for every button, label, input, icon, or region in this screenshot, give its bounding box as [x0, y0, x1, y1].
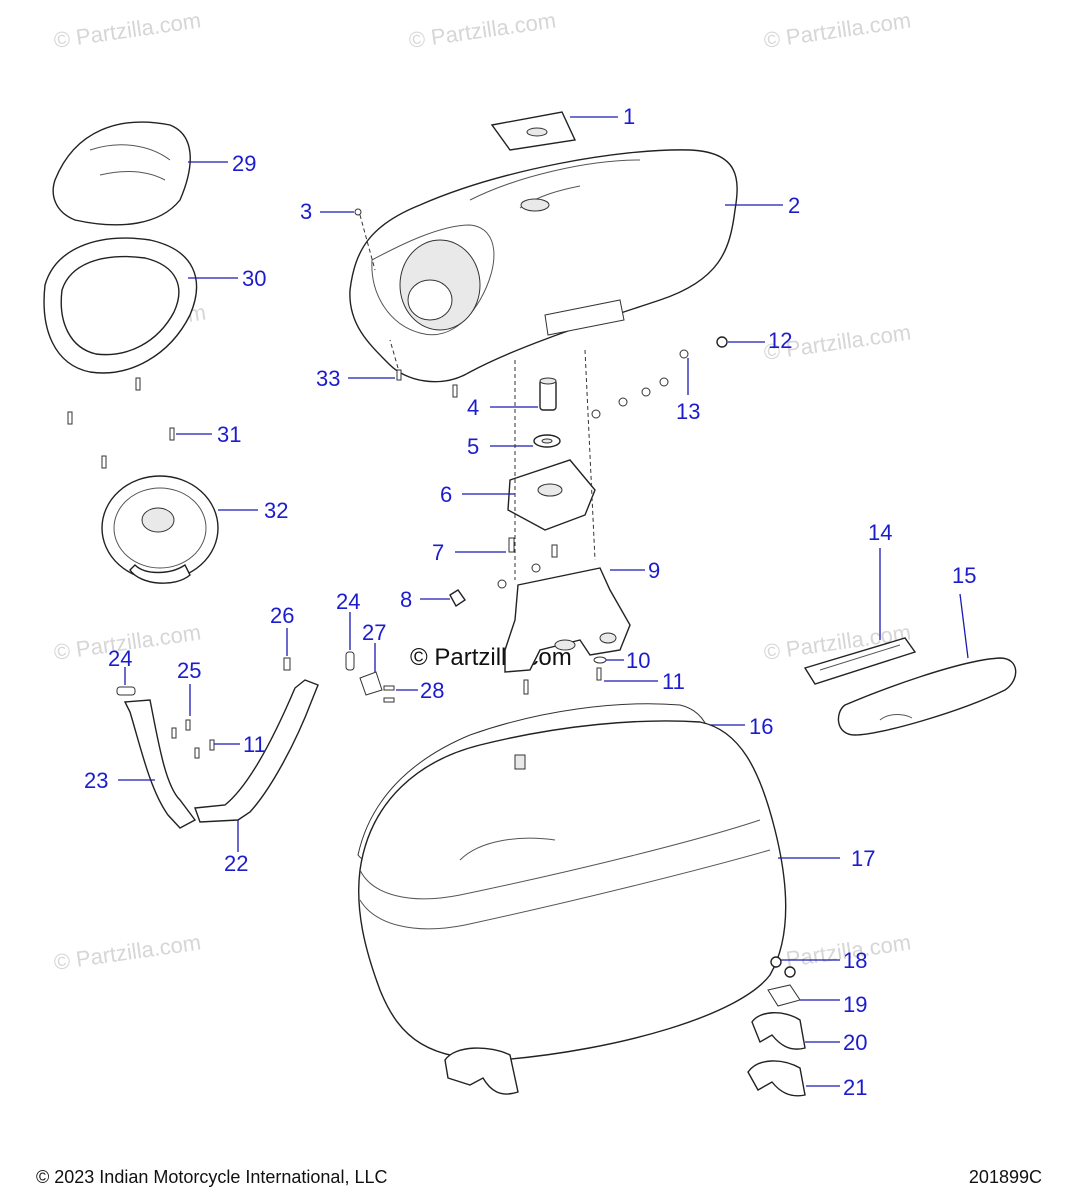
callout-33: 33	[316, 366, 340, 391]
part-8-bumper	[420, 544, 558, 608]
callout-28: 28	[420, 678, 444, 703]
callout-13: 13	[676, 399, 700, 424]
part-11-screws-left	[194, 739, 240, 759]
part-29-speaker-grille	[52, 121, 228, 226]
part-3-nut	[320, 208, 376, 271]
part-25-screws	[171, 684, 191, 739]
callout-4: 4	[467, 395, 479, 420]
watermark: © Partzilla.com	[762, 8, 912, 53]
part-28-screws	[383, 685, 418, 703]
part-32-speaker	[101, 475, 258, 584]
part-24-link	[116, 612, 355, 696]
callout-21: 21	[843, 1075, 867, 1100]
callout-25: 25	[177, 658, 201, 683]
part-13-fasteners	[452, 349, 689, 419]
callout-27: 27	[362, 620, 386, 645]
part-9-bracket	[504, 567, 645, 673]
part-5-grommet	[490, 434, 561, 448]
callout-3: 3	[300, 199, 312, 224]
callout-29: 29	[232, 151, 256, 176]
callout-20: 20	[843, 1030, 867, 1055]
callout-32: 32	[264, 498, 288, 523]
part-2-trunk-lid	[349, 149, 783, 383]
part-20-clamp	[751, 1012, 840, 1050]
watermark: © Partzilla.com	[407, 8, 557, 53]
callout-24: 24	[336, 589, 360, 614]
copyright-text: © 2023 Indian Motorcycle International, …	[36, 1167, 388, 1187]
callout-2: 2	[788, 193, 800, 218]
part-11-screw	[523, 667, 658, 695]
callout-1: 1	[623, 104, 635, 129]
callout-22: 22	[224, 851, 248, 876]
part-21-clamp	[747, 1060, 840, 1097]
part-31-screws	[67, 377, 212, 469]
part-17-saddlebag	[358, 720, 840, 1061]
part-27-clip	[359, 643, 383, 696]
callout-8: 8	[400, 587, 412, 612]
part-23-bracket	[118, 699, 197, 829]
part-19-plate	[767, 984, 840, 1007]
callout-30: 30	[242, 266, 266, 291]
diagram-id: 201899C	[968, 1167, 1042, 1187]
part-7-screw	[455, 537, 515, 553]
callout-11: 11	[243, 732, 266, 757]
callout-24: 24	[108, 646, 132, 671]
callout-17: 17	[851, 846, 875, 871]
part-1-cover-plate	[490, 111, 618, 151]
callout-26: 26	[270, 603, 294, 628]
part-14-hinge-plate	[803, 548, 917, 685]
part-6-latch-block	[462, 349, 596, 580]
callout-labels: 1 2 3 4 5 6 7 8 9 10 11 12 13 14 15 16 1…	[84, 104, 976, 1100]
lower-bag-clamp	[444, 1047, 519, 1095]
callout-9: 9	[648, 558, 660, 583]
callout-31: 31	[217, 422, 241, 447]
callout-12: 12	[768, 328, 792, 353]
watermark: © Partzilla.com	[52, 8, 202, 53]
callout-19: 19	[843, 992, 867, 1017]
part-4-stud	[490, 377, 557, 411]
callout-6: 6	[440, 482, 452, 507]
part-22-bracket	[194, 679, 319, 852]
callout-18: 18	[843, 948, 867, 973]
callout-10: 10	[626, 648, 650, 673]
callout-23: 23	[84, 768, 108, 793]
watermark: © Partzilla.com	[762, 930, 912, 975]
part-30-speaker-trim-ring	[43, 237, 238, 374]
callout-16: 16	[749, 714, 773, 739]
callout-7: 7	[432, 540, 444, 565]
callout-14: 14	[868, 520, 892, 545]
callout-11: 11	[662, 669, 685, 694]
callout-15: 15	[952, 563, 976, 588]
watermark: © Partzilla.com	[52, 930, 202, 975]
part-33-screw	[348, 339, 402, 381]
part-18-screws	[770, 956, 840, 978]
part-10-washer	[593, 656, 624, 664]
part-12-nut	[716, 336, 765, 348]
part-26-screw	[283, 628, 291, 671]
part-15-emblem-trim	[837, 593, 1017, 736]
callout-5: 5	[467, 434, 479, 459]
